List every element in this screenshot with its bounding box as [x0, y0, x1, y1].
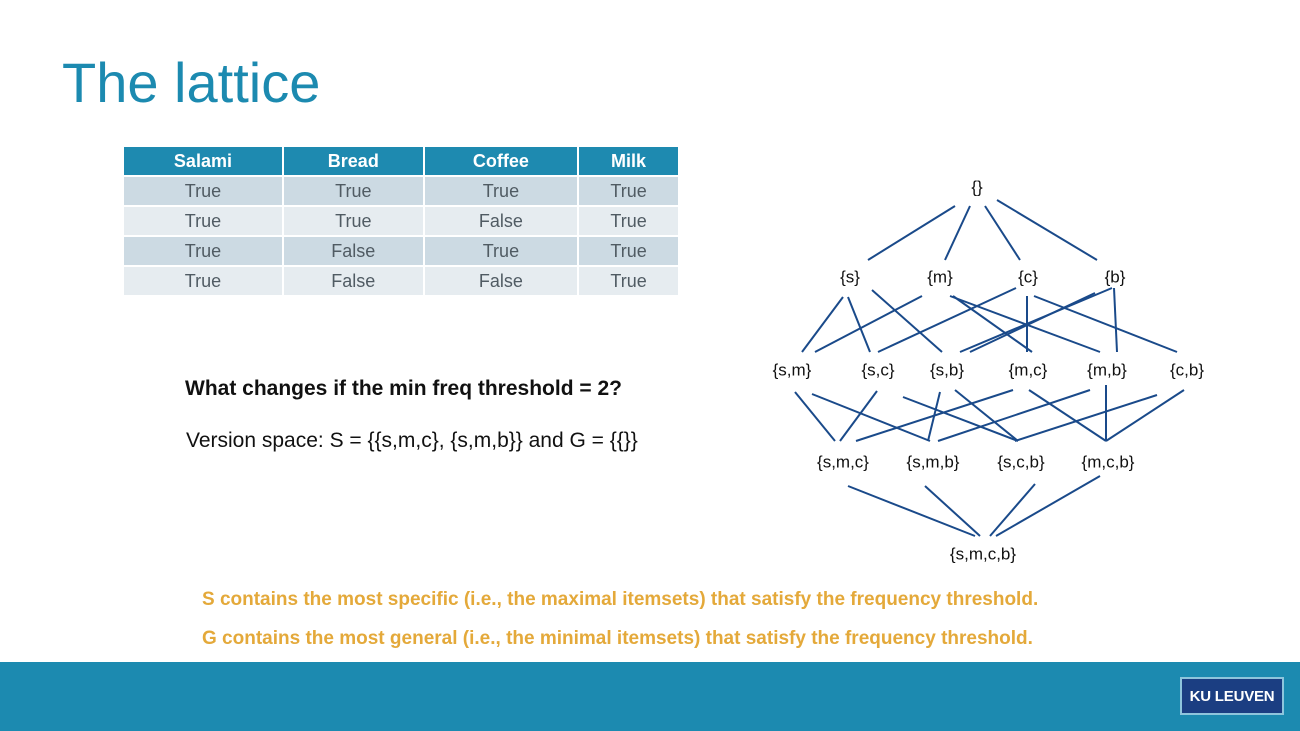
- lattice-edge: [1033, 295, 1178, 353]
- lattice-node: {s}: [840, 267, 860, 286]
- lattice-node: {m,c,b}: [1082, 452, 1135, 471]
- lattice-edge: [867, 205, 956, 261]
- footer-bar: KU LEUVEN: [0, 662, 1300, 731]
- lattice-edge: [847, 296, 871, 353]
- table-row: True True True True: [124, 177, 678, 205]
- table-cell: True: [424, 237, 578, 265]
- itemset-lattice-diagram: {} {s} {m} {c} {b} {s,m} {s,c} {s,b} {m,c} {m,b} {…: [773, 177, 1205, 563]
- table-cell: False: [424, 207, 578, 235]
- table-cell: True: [283, 177, 423, 205]
- header-milk: Milk: [579, 147, 678, 175]
- transactions-table: Salami Bread Coffee Milk True True True …: [122, 145, 680, 297]
- lattice-edge: [839, 390, 878, 442]
- table-row: True False False True: [124, 267, 678, 295]
- lattice-edge: [871, 289, 943, 353]
- lattice-edge: [1105, 389, 1185, 442]
- table-cell: False: [283, 237, 423, 265]
- lattice-edge: [811, 393, 931, 442]
- lattice-node: {s,m,c}: [817, 452, 869, 471]
- lattice-edge: [877, 287, 1017, 353]
- lattice-node: {s,c}: [861, 360, 894, 379]
- lattice-node: {b}: [1105, 267, 1126, 286]
- lattice-node: {s,m}: [773, 360, 812, 379]
- table-row: True False True True: [124, 237, 678, 265]
- lattice-edge: [1028, 389, 1107, 442]
- table-cell: True: [579, 207, 678, 235]
- lattice-nodes: {} {s} {m} {c} {b} {s,m} {s,c} {s,b} {m,c} {m,b} {…: [773, 177, 1205, 563]
- question-text: What changes if the min freq threshold =…: [185, 377, 622, 400]
- lattice-node: {s,c,b}: [997, 452, 1045, 471]
- lattice-edge: [855, 389, 1014, 442]
- lattice-node: {}: [971, 177, 983, 196]
- lattice-edge: [944, 205, 971, 261]
- table-cell: True: [424, 177, 578, 205]
- header-bread: Bread: [283, 147, 423, 175]
- lattice-node: {c}: [1018, 267, 1038, 286]
- lattice-node: {c,b}: [1170, 360, 1204, 379]
- lattice-edge: [924, 485, 981, 537]
- table-cell: False: [283, 267, 423, 295]
- lattice-edge: [1113, 287, 1118, 353]
- lattice-edge: [952, 295, 1033, 353]
- lattice-edge: [984, 205, 1021, 261]
- lattice-node: {s,b}: [930, 360, 964, 379]
- lattice-edge: [995, 475, 1101, 537]
- lattice-node: {s,m,c,b}: [950, 544, 1016, 563]
- table-row: True True False True: [124, 207, 678, 235]
- ku-leuven-logo: KU LEUVEN: [1180, 677, 1284, 715]
- slide-title: The lattice: [62, 51, 321, 114]
- lattice-edge: [794, 391, 836, 442]
- table-cell: True: [124, 237, 282, 265]
- lattice-edge: [847, 485, 976, 537]
- version-space-text: Version space: S = {{s,m,c}, {s,m,b}} an…: [186, 429, 638, 452]
- table-cell: True: [283, 207, 423, 235]
- lattice-edge: [937, 389, 1091, 442]
- lattice-node: {m,b}: [1087, 360, 1127, 379]
- lattice-edges: [794, 199, 1185, 537]
- lattice-edge: [902, 396, 1019, 442]
- table-cell: False: [424, 267, 578, 295]
- note-general: G contains the most general (i.e., the m…: [202, 628, 1033, 649]
- table-header-row: Salami Bread Coffee Milk: [124, 147, 678, 175]
- lattice-edge: [996, 199, 1098, 261]
- lattice-node: {s,m,b}: [907, 452, 960, 471]
- table-cell: True: [579, 177, 678, 205]
- lattice-node: {m,c}: [1009, 360, 1048, 379]
- lattice-edge: [959, 287, 1113, 353]
- lattice-edge: [814, 295, 923, 353]
- lattice-edge: [989, 483, 1036, 537]
- lattice-node: {m}: [927, 267, 953, 286]
- lattice-edge: [1014, 394, 1158, 442]
- lattice-edge: [954, 389, 1019, 442]
- table-cell: True: [579, 267, 678, 295]
- table-cell: True: [579, 237, 678, 265]
- header-salami: Salami: [124, 147, 282, 175]
- table-cell: True: [124, 267, 282, 295]
- table-cell: True: [124, 177, 282, 205]
- header-coffee: Coffee: [424, 147, 578, 175]
- note-specific: S contains the most specific (i.e., the …: [202, 589, 1039, 610]
- table-cell: True: [124, 207, 282, 235]
- lattice-edge: [801, 296, 844, 353]
